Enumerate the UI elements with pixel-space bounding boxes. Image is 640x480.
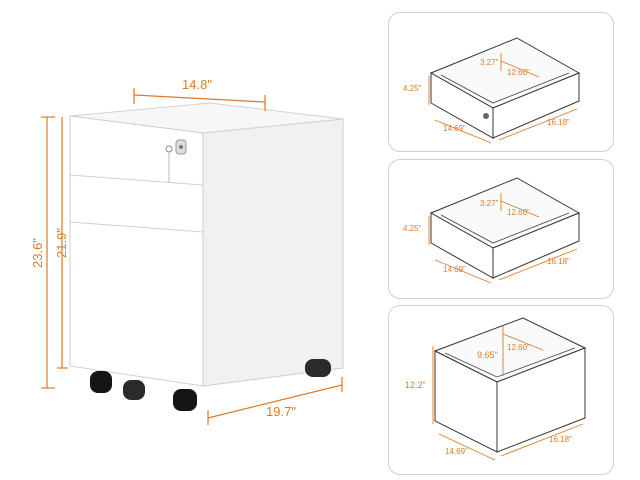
drawer-panel-1: 3.27" 12.60" 4.25" 14.69" 16.18" [388,12,614,152]
height-body-label: 21.9" [54,228,69,258]
depth-label: 16.18" [549,435,572,444]
height-total-label: 23.6" [30,238,45,268]
lock-icon [483,113,489,119]
width-label: 14.8" [182,77,212,92]
drawer-line-1 [69,174,204,186]
front-width-label: 14.69" [445,447,468,456]
inner-width-label: 12.60" [507,208,530,217]
inner-width-label: 12.60" [507,343,530,352]
inner-height-label: 9.65" [477,350,498,360]
inner-height-label: 3.27" [480,199,499,208]
drawer-height-label: 4.25" [403,84,422,93]
front-width-label: 14.69" [443,265,466,274]
depth-label: 16.18" [547,118,570,127]
drawer-height-label: 4.25" [403,224,422,233]
drawer-panel-3: 9.65" 12.60" 12.2" 14.69" 16.18" [388,305,614,475]
lock-keyhole [179,145,183,149]
cabinet-illustration: 14.8" 23.6" 21.9" 19.7" [30,77,344,425]
inner-height-label: 3.27" [480,58,499,67]
depth-label: 19.7" [266,404,296,419]
drawer-line-2 [69,221,204,233]
cabinet-front [69,115,204,387]
depth-label: 16.18" [547,257,570,266]
drawer-height-label: 12.2" [405,380,426,390]
caster-wheels [90,359,331,411]
depth-dimension-line [207,384,343,419]
cabinet-side [202,118,344,387]
front-width-label: 14.69" [443,124,466,133]
inner-width-label: 12.60" [507,68,530,77]
drawer-panel-2: 3.27" 12.60" 4.25" 14.69" 16.18" [388,159,614,299]
width-dimension-line [133,94,266,103]
